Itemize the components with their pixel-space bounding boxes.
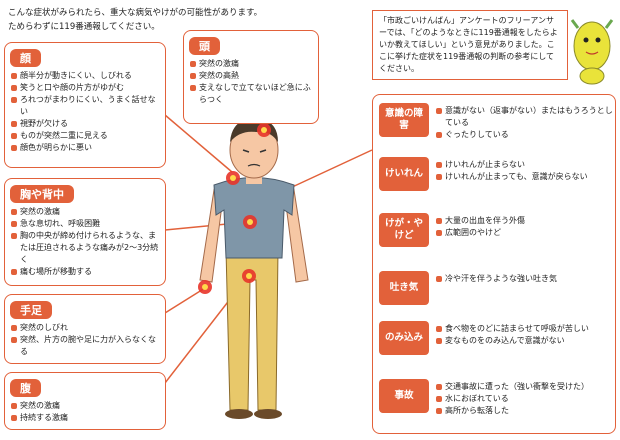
chest-box: 胸や背中 突然の激痛 急な息切れ、呼吸困難 胸の中央が締め付けられるような、また… — [4, 178, 166, 286]
limbs-list: 突然のしびれ 突然、片方の腕や足に力が入らなくなる — [10, 322, 160, 358]
list-item: 視野が欠ける — [10, 118, 160, 130]
list-item: 突然、片方の腕や足に力が入らなくなる — [10, 334, 160, 358]
abdomen-box: 腹 突然の激痛 持続する激痛 — [4, 372, 166, 430]
pain-markers — [198, 123, 271, 294]
category-label: のみ込み — [379, 321, 429, 355]
list-item: 冷や汗を伴うような強い吐き気 — [435, 273, 557, 285]
list-item: ものが突然二重に見える — [10, 130, 160, 142]
list-item: 笑うと口や顔の片方がゆがむ — [10, 82, 160, 94]
category-nausea: 吐き気 冷や汗を伴うような強い吐き気 — [379, 271, 615, 305]
list-item: 意識がない（返事がない）またはもうろうとしている — [435, 105, 615, 129]
list-item: 食べ物をのどに詰まらせて呼吸が苦しい — [435, 323, 589, 335]
face-list: 顔半分が動きにくい、しびれる 笑うと口や顔の片方がゆがむ ろれつがまわりにくい、… — [10, 70, 160, 154]
pain-centers — [202, 127, 267, 290]
limbs-header: 手足 — [10, 301, 52, 319]
category-convulsion: けいれん けいれんが止まらない けいれんが止まっても、意識が戻らない — [379, 157, 615, 191]
category-accident: 事故 交通事故に遭った（強い衝撃を受けた） 水におぼれている 高所から転落した — [379, 379, 615, 417]
face-header: 顔 — [10, 49, 41, 67]
category-consciousness: 意識の障害 意識がない（返事がない）またはもうろうとしている ぐったりしている — [379, 103, 615, 141]
category-injury-burn: けが・やけど 大量の出血を伴う外傷 広範囲のやけど — [379, 213, 615, 247]
mascot-image — [570, 19, 614, 85]
head-list: 突然の激痛 突然の高熱 支えなしで立てないほど急にふらつく — [189, 58, 313, 106]
list-item: 大量の出血を伴う外傷 — [435, 215, 525, 227]
list-item: 持続する激痛 — [10, 412, 160, 424]
list-item: 顔半分が動きにくい、しびれる — [10, 70, 160, 82]
list-item: ろれつがまわりにくい、うまく話せない — [10, 94, 160, 118]
intro-line-1: こんな症状がみられたら、重大な病気やけがの可能性があります。 — [8, 8, 263, 18]
list-item: 高所から転落した — [435, 405, 589, 417]
list-item: 胸の中央が締め付けられるような、または圧迫されるような痛みが2～3分続く — [10, 230, 160, 266]
list-item: 変なものをのみ込んで意識がない — [435, 335, 589, 347]
list-item: ぐったりしている — [435, 129, 615, 141]
category-label: 事故 — [379, 379, 429, 413]
list-item: 突然の激痛 — [10, 400, 160, 412]
category-swallowing: のみ込み 食べ物をのどに詰まらせて呼吸が苦しい 変なものをのみ込んで意識がない — [379, 321, 615, 355]
head-box: 頭 突然の激痛 突然の高熱 支えなしで立てないほど急にふらつく — [183, 30, 319, 124]
list-item: 痛む場所が移動する — [10, 266, 160, 278]
list-item: けいれんが止まらない — [435, 159, 588, 171]
list-item: 突然の激痛 — [10, 206, 160, 218]
list-item: 突然の激痛 — [189, 58, 313, 70]
category-label: けが・やけど — [379, 213, 429, 247]
connector-lines — [164, 104, 373, 384]
list-item: 支えなしで立てないほど急にふらつく — [189, 82, 313, 106]
list-item: 急な息切れ、呼吸困難 — [10, 218, 160, 230]
category-label: 意識の障害 — [379, 103, 429, 137]
intro-line-2: ためらわずに119番通報してください。 — [8, 22, 160, 32]
intro-text: こんな症状がみられたら、重大な病気やけがの可能性があります。 ためらわずに119… — [8, 6, 308, 34]
note-box: 「市政ごいけんばん」アンケートのフリーアンサーでは、「どのようなときに119番通… — [372, 10, 568, 80]
list-item: 広範囲のやけど — [435, 227, 525, 239]
chest-header: 胸や背中 — [10, 185, 74, 203]
category-label: 吐き気 — [379, 271, 429, 305]
list-item: 水におぼれている — [435, 393, 589, 405]
head-header: 頭 — [189, 37, 220, 55]
abdomen-header: 腹 — [10, 379, 41, 397]
list-item: 突然のしびれ — [10, 322, 160, 334]
abdomen-list: 突然の激痛 持続する激痛 — [10, 400, 160, 424]
person-body — [199, 118, 309, 419]
list-item: 顔色が明らかに悪い — [10, 142, 160, 154]
limbs-box: 手足 突然のしびれ 突然、片方の腕や足に力が入らなくなる — [4, 294, 166, 364]
category-panel: 意識の障害 意識がない（返事がない）またはもうろうとしている ぐったりしている … — [372, 94, 616, 434]
list-item: 突然の高熱 — [189, 70, 313, 82]
list-item: 交通事故に遭った（強い衝撃を受けた） — [435, 381, 589, 393]
face-box: 顔 顔半分が動きにくい、しびれる 笑うと口や顔の片方がゆがむ ろれつがまわりにく… — [4, 42, 166, 168]
chest-list: 突然の激痛 急な息切れ、呼吸困難 胸の中央が締め付けられるような、または圧迫され… — [10, 206, 160, 278]
list-item: けいれんが止まっても、意識が戻らない — [435, 171, 588, 183]
category-label: けいれん — [379, 157, 429, 191]
note-text: 「市政ごいけんばん」アンケートのフリーアンサーでは、「どのようなときに119番通… — [379, 16, 558, 73]
